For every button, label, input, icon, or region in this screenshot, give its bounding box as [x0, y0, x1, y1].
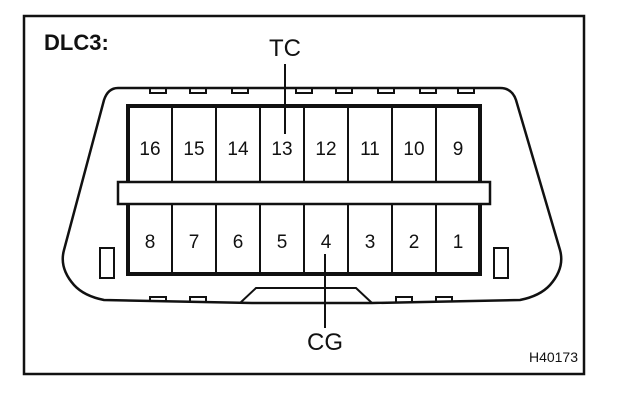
pin-label: 4	[321, 232, 332, 253]
shell-bottom-notches	[149, 296, 453, 302]
figure-code: H40173	[529, 349, 578, 365]
center-rail	[116, 180, 492, 206]
pin-label: 5	[277, 232, 288, 253]
pin-label: 10	[403, 139, 424, 160]
pin-label: 16	[139, 139, 160, 160]
pin-label: 8	[145, 232, 156, 253]
top-pin-row	[171, 108, 437, 182]
pin-label: 14	[227, 139, 249, 160]
pin-label: 15	[183, 139, 204, 160]
pin-label: 3	[365, 232, 376, 253]
top-pin-labels: 16 15 14 13 12 11 10 9	[139, 139, 463, 160]
cg-callout-label: CG	[307, 329, 343, 356]
pin-label: 11	[360, 139, 380, 160]
pin-label: 6	[233, 232, 244, 253]
pin-label: 9	[453, 139, 464, 160]
pin-label: 2	[409, 232, 420, 253]
left-latch-slot	[99, 247, 115, 279]
pin-label: 7	[189, 232, 200, 253]
bottom-pin-row	[171, 204, 437, 272]
shell-top-notches	[149, 88, 475, 94]
diagram-title: DLC3:	[44, 30, 109, 55]
connector-key	[239, 287, 373, 304]
bottom-pin-labels: 8 7 6 5 4 3 2 1	[145, 232, 464, 253]
pin-label: 12	[315, 139, 336, 160]
pin-label: 13	[271, 139, 292, 160]
tc-callout-label: TC	[269, 35, 301, 62]
pin-label: 1	[453, 232, 464, 253]
right-latch-slot	[493, 247, 509, 279]
